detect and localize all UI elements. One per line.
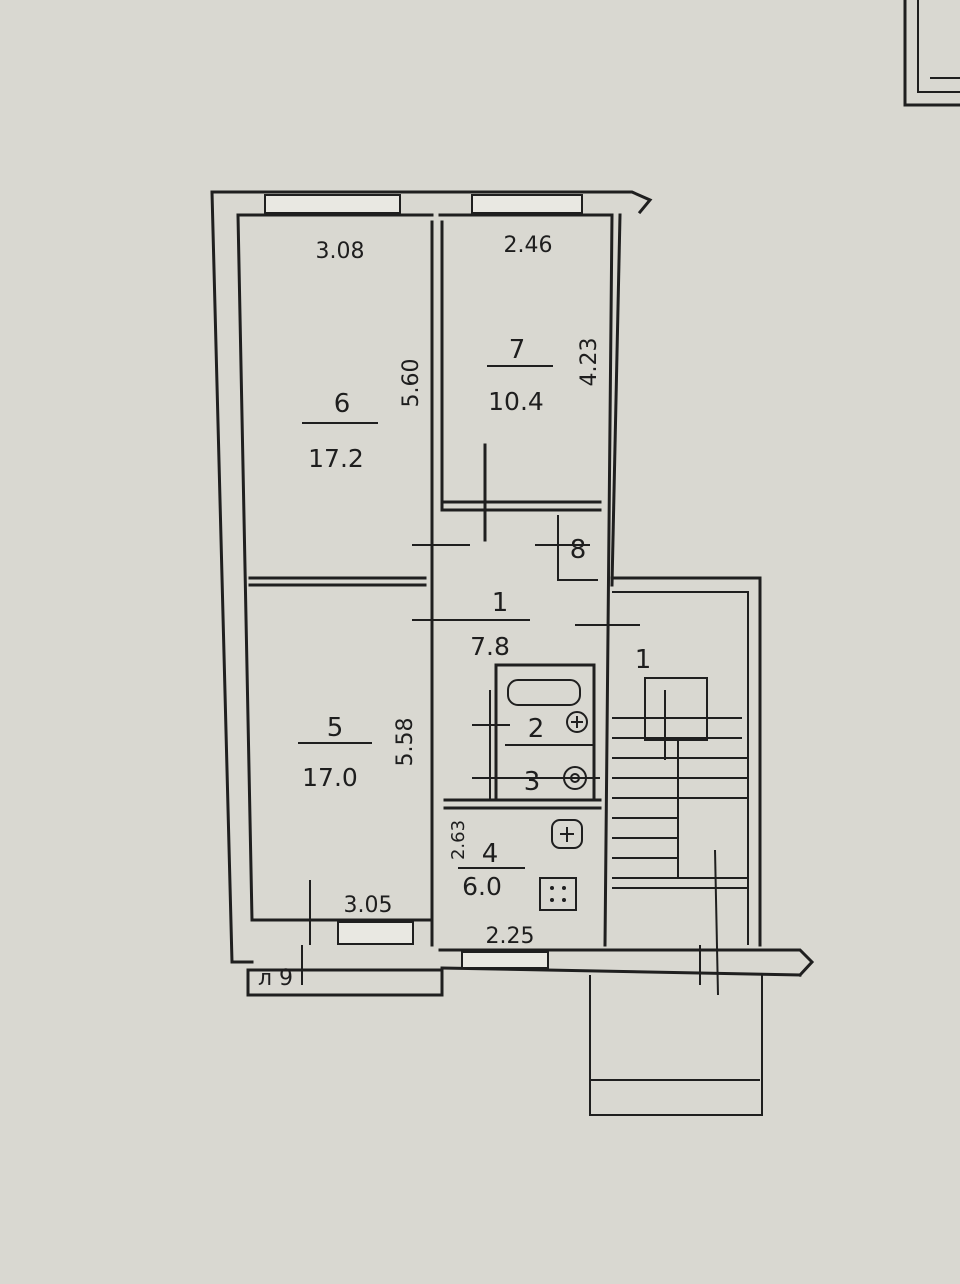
room-6-number: 6 <box>334 389 351 419</box>
room-4-number: 4 <box>482 839 499 869</box>
window-room6 <box>264 194 401 214</box>
dim-room4-width: 2.25 <box>486 924 535 949</box>
room-7-area: 10.4 <box>488 387 544 416</box>
room-4-area: 6.0 <box>462 872 502 901</box>
room-1-number: 1 <box>492 588 509 618</box>
bathroom-block <box>494 663 596 911</box>
window-room7 <box>471 194 583 214</box>
room-4-label: 4 6.0 <box>458 839 525 901</box>
dim-room6-length: 5.60 <box>399 359 424 408</box>
room-7-number: 7 <box>509 335 526 365</box>
room-6-area: 17.2 <box>308 444 364 473</box>
leader-line <box>301 880 311 985</box>
room-1-area: 7.8 <box>470 632 510 661</box>
dim-room6-width: 3.08 <box>316 239 365 264</box>
window-room4 <box>461 951 549 969</box>
room-1-label: 1 7.8 <box>468 588 530 661</box>
outer-walls <box>210 190 815 997</box>
stair-label: 1 <box>635 645 652 675</box>
dim-room7-length: 4.23 <box>577 338 602 387</box>
room-7-label: 7 10.4 <box>487 335 553 416</box>
dim-room5-width: 3.05 <box>344 893 393 918</box>
room-8-number: 8 <box>570 535 587 565</box>
stairwell <box>589 576 763 1116</box>
room-5-label: 5 17.0 <box>298 713 372 792</box>
dim-room7-width: 2.46 <box>504 233 553 258</box>
room-3-number: 3 <box>524 767 541 797</box>
room-5-number: 5 <box>327 713 344 743</box>
dim-room4-length: 2.63 <box>448 820 469 860</box>
room-5-area: 17.0 <box>302 763 358 792</box>
window-room5 <box>337 921 414 945</box>
corner-stamp <box>903 0 960 107</box>
room-6-label: 6 17.2 <box>302 389 378 473</box>
dim-room5-length: 5.58 <box>393 718 418 767</box>
room-2-number: 2 <box>528 714 545 744</box>
plan-mark: л 9 <box>258 966 293 991</box>
